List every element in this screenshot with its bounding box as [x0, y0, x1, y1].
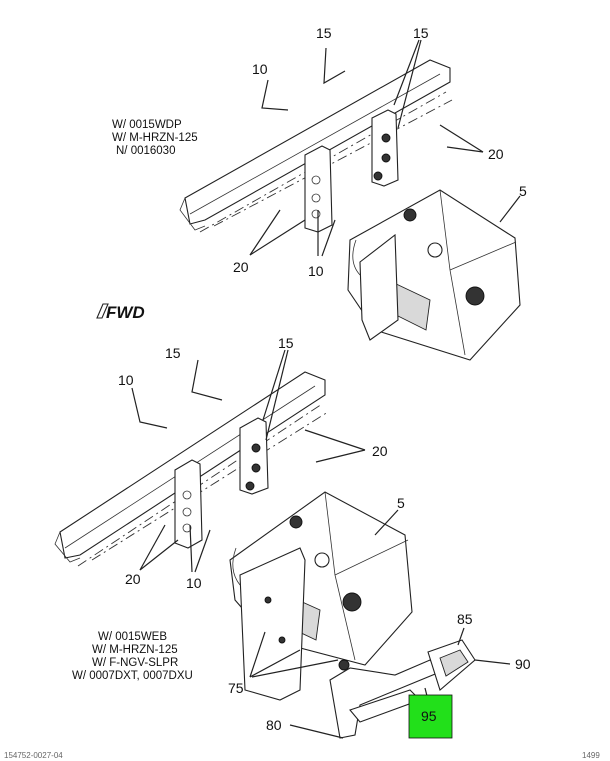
- bottom-bracket-left: [174, 459, 203, 549]
- highlight-box-95[interactable]: [408, 694, 453, 739]
- note-top-line-2: W/ M-HRZN-125: [112, 132, 198, 144]
- note-bottom-line-1: W/ 0015WEB: [98, 631, 167, 643]
- note-top-line-3: N/ 0016030: [116, 145, 175, 157]
- bottom-tank: [229, 491, 441, 739]
- top-leaders: [249, 39, 521, 257]
- top-bracket-right: [371, 109, 399, 187]
- note-bottom: W/ 0015WEB W/ M-HRZN-125 W/ F-NGV-SLPR W…: [72, 631, 193, 682]
- part-85-bracket: [427, 639, 476, 691]
- callout-bottom-15-left: 15: [165, 345, 181, 361]
- callout-80: 80: [266, 717, 282, 733]
- footer-left: 154752-0027-04: [4, 751, 63, 760]
- callout-bottom-10-bottom: 10: [186, 575, 202, 591]
- callout-95: 95: [421, 708, 437, 724]
- bottom-leaders: [131, 349, 511, 739]
- callout-bottom-20-left: 20: [125, 571, 141, 587]
- top-bracket-left: [304, 145, 333, 233]
- callout-top-15-left: 15: [316, 25, 332, 41]
- callout-bottom-20-right: 20: [372, 443, 388, 459]
- note-top: W/ 0015WDP W/ M-HRZN-125 N/ 0016030: [112, 119, 198, 157]
- top-frame-rail: [179, 59, 453, 233]
- callout-top-15-right: 15: [413, 25, 429, 41]
- top-tank: [347, 189, 521, 361]
- callout-bottom-10: 10: [118, 372, 134, 388]
- fwd-label: FWD: [106, 303, 145, 322]
- callout-75: 75: [228, 680, 244, 696]
- note-bottom-line-3: W/ F-NGV-SLPR: [92, 657, 178, 669]
- note-bottom-line-4: W/ 0007DXT, 0007DXU: [72, 670, 193, 682]
- callout-bottom-15-right: 15: [278, 335, 294, 351]
- callout-top-20-right: 20: [488, 146, 504, 162]
- callout-top-20-left: 20: [233, 259, 249, 275]
- bottom-assembly: [54, 349, 511, 739]
- footer-right: 1499: [582, 751, 600, 760]
- fwd-indicator: FWD: [96, 303, 145, 322]
- callout-top-10: 10: [252, 61, 268, 77]
- note-bottom-line-2: W/ M-HRZN-125: [92, 644, 178, 656]
- bottom-bracket-right: [239, 417, 269, 495]
- callout-85: 85: [457, 611, 473, 627]
- callout-top-5: 5: [519, 183, 527, 199]
- top-assembly: [179, 39, 521, 361]
- callout-top-10-bottom: 10: [308, 263, 324, 279]
- callout-bottom-5: 5: [397, 495, 405, 511]
- callout-90: 90: [515, 656, 531, 672]
- note-top-line-1: W/ 0015WDP: [112, 119, 182, 131]
